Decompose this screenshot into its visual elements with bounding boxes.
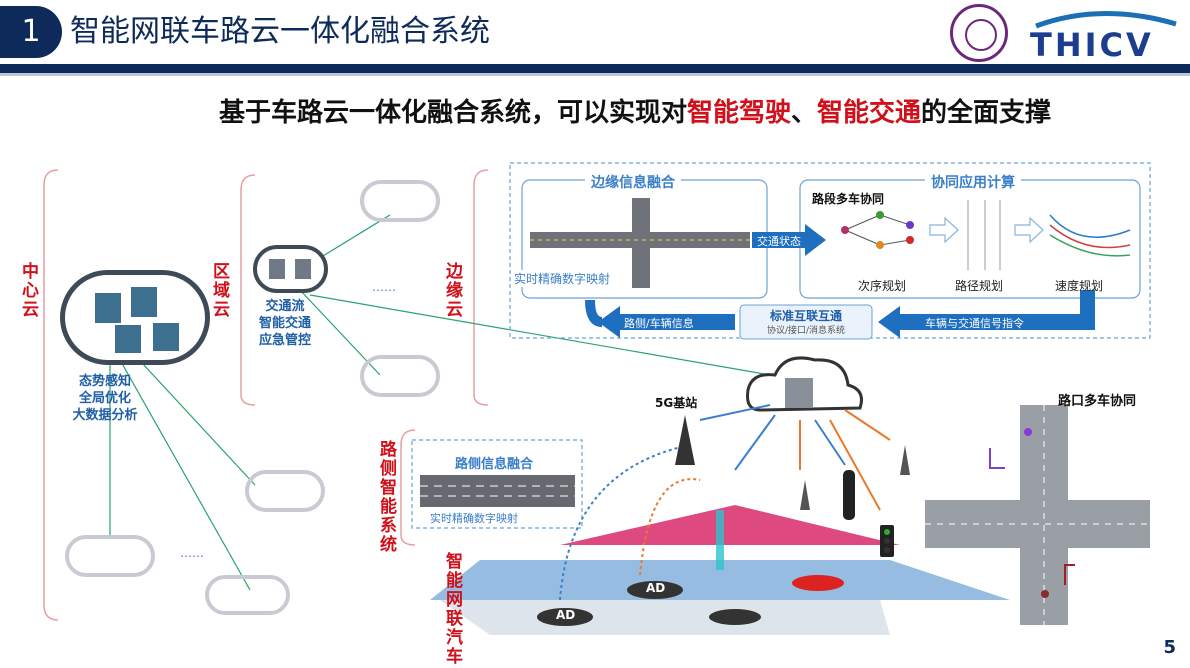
roadside-info-label: 路侧/车辆信息 <box>624 317 694 330</box>
signal-cmd-arrow <box>878 290 1095 338</box>
center-cloud-label: 中心云 <box>18 262 38 319</box>
ellipsis: …… <box>372 280 396 294</box>
comm-arrows <box>559 404 891 601</box>
path-plan-label: 路径规划 <box>955 279 1004 293</box>
header-divider-shadow <box>0 73 1190 76</box>
center-cloud-bracket <box>43 169 59 621</box>
roadside-bracket <box>400 429 416 546</box>
ellipsis: …… <box>180 546 204 560</box>
edge-cloud-label: 边缘云 <box>442 262 462 319</box>
vehicle-label: 智能网联汽车 <box>442 552 462 666</box>
ad-car-2 <box>627 581 683 599</box>
ground-plane <box>430 560 1010 600</box>
car-black <box>709 609 761 625</box>
standard-box <box>739 304 873 340</box>
coop-title: 协同应用计算 <box>925 172 1021 192</box>
fusion-title: 边缘信息融合 <box>585 172 681 192</box>
function-item: 大数据分析 <box>72 408 138 423</box>
car-red <box>792 575 844 591</box>
section-number-badge: 1 <box>0 6 62 58</box>
subtitle-separator: 、 <box>790 98 817 128</box>
sequence-plan-label: 次序规划 <box>858 279 907 293</box>
page-title: 智能网联车路云一体化融合系统 <box>70 14 490 49</box>
subtitle-highlight-traffic: 智能交通 <box>817 98 922 128</box>
server-cluster-icon <box>131 287 157 317</box>
speed-plan-label: 速度规划 <box>1055 279 1104 293</box>
edge-server-icon <box>785 378 813 408</box>
function-item: 全局优化 <box>78 391 131 406</box>
edge-cloud-bracket <box>473 169 489 406</box>
traffic-state-arrow <box>752 224 826 256</box>
region-cloud-label: 区域云 <box>209 262 229 319</box>
digital-map-road-v <box>632 198 650 288</box>
server-cluster-icon <box>115 325 141 353</box>
antenna-icon-1 <box>800 480 810 510</box>
ad-badge: AD <box>556 608 576 622</box>
page-subtitle: 基于车路云一体化融合系统，可以实现对智能驾驶、智能交通的全面支撑 <box>150 92 1120 129</box>
subtitle-part1: 基于车路云一体化融合系统，可以实现对 <box>218 98 687 128</box>
edge-cloud-small-icon <box>360 355 440 397</box>
base-station-label: 5G基站 <box>655 396 698 410</box>
subtitle-part2: 的全面支撑 <box>921 98 1052 128</box>
ad-badge: AD <box>646 581 666 595</box>
thicv-logo-swoosh-icon <box>1035 10 1177 29</box>
region-cloud-small-icon <box>205 575 290 615</box>
server-icon <box>295 259 311 279</box>
ad-car-1 <box>537 608 593 626</box>
university-seal-icon <box>950 4 1008 62</box>
signal-cmd-label: 车辆与交通信号指令 <box>925 317 1024 330</box>
server-cluster-icon <box>153 323 179 351</box>
roadside-road <box>420 475 575 507</box>
region-cloud-icon <box>253 245 328 293</box>
roadside-fusion-frame <box>411 439 583 529</box>
edge-cloud-small-icon <box>360 180 440 222</box>
function-item: 交通流 <box>265 299 305 314</box>
center-cloud-functions: 态势感知 全局优化 大数据分析 <box>50 373 160 424</box>
intersection-map <box>925 405 1150 625</box>
thicv-logo-text: THICV <box>1030 26 1154 64</box>
region-cloud-small-icon <box>65 535 155 577</box>
antenna-icon-2 <box>900 445 910 475</box>
page-number: 5 <box>1163 637 1176 658</box>
roadside-unit-icon <box>843 470 855 520</box>
multi-vehicle-label: 路段多车协同 <box>812 192 885 206</box>
header-divider <box>0 64 1190 73</box>
digital-map-label: 实时精确数字映射 <box>512 270 613 287</box>
coverage-cone <box>560 505 900 545</box>
protocol-label: 协议/接口/消息系统 <box>766 326 846 336</box>
roadside-info-arrow <box>598 306 735 338</box>
thicv-logo: THICV <box>1016 4 1186 64</box>
region-cloud-small-icon <box>245 470 325 512</box>
function-item: 态势感知 <box>78 374 131 389</box>
server-icon <box>269 259 285 279</box>
roadside-system-label: 路侧智能系统 <box>376 440 396 554</box>
center-cloud-icon <box>60 270 210 365</box>
region-cloud-bracket <box>240 174 256 406</box>
function-item: 应急管控 <box>258 333 311 348</box>
path-plan-lanes <box>967 200 1001 270</box>
region-cloud-functions: 交通流 智能交通 应急管控 <box>240 298 330 349</box>
standard-label: 标准互联互通 <box>769 309 842 323</box>
sequence-plan-graph <box>844 214 911 246</box>
traffic-state-label: 交通状态 <box>757 235 801 248</box>
subtitle-highlight-driving: 智能驾驶 <box>686 98 791 128</box>
server-cluster-icon <box>95 293 121 323</box>
roadside-fusion-title: 路侧信息融合 <box>455 457 534 472</box>
5g-antenna-icon <box>675 415 695 465</box>
function-item: 智能交通 <box>258 316 311 331</box>
speed-plan-curves <box>1049 214 1131 257</box>
intersection-title: 路口多车协同 <box>1058 394 1137 409</box>
roadside-digital-map-label: 实时精确数字映射 <box>430 512 518 525</box>
